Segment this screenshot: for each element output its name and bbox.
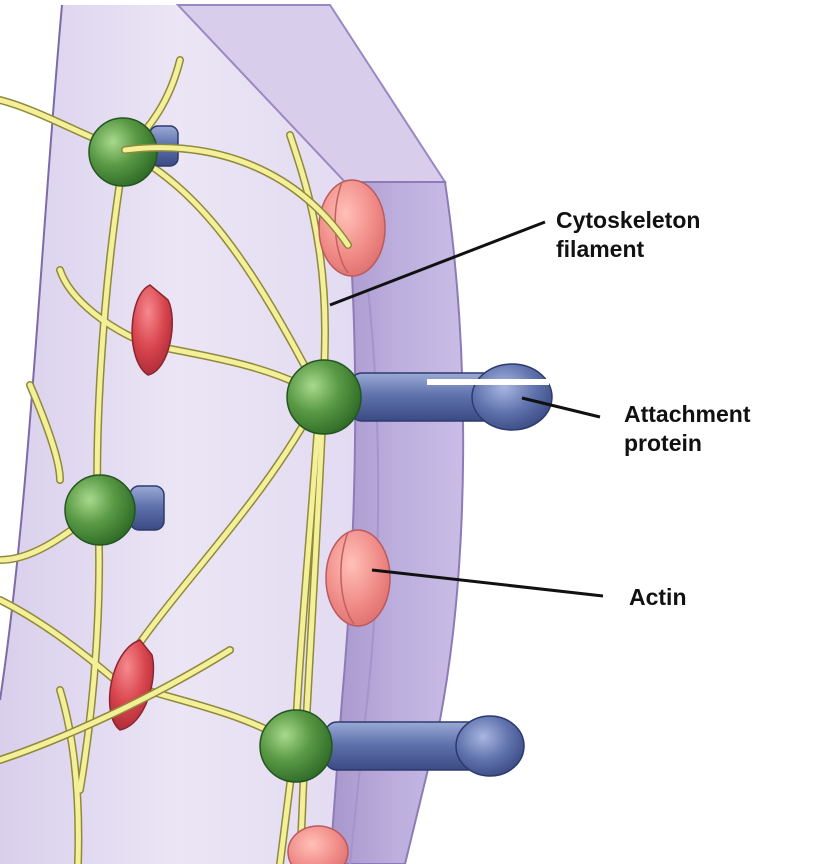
label-attachment-line2: protein: [624, 429, 751, 458]
label-cytoskeleton-line1: Cytoskeleton: [556, 206, 700, 235]
green-protein-middle: [65, 475, 135, 545]
label-attachment-protein: Attachment protein: [624, 400, 751, 458]
label-cytoskeleton-line2: filament: [556, 235, 700, 264]
label-actin-line1: Actin: [629, 583, 687, 612]
attachment-head-lower: [456, 716, 524, 776]
pink-protein-actin: [326, 530, 390, 626]
pink-protein-top: [319, 180, 385, 276]
label-actin: Actin: [629, 583, 687, 612]
label-cytoskeleton-filament: Cytoskeleton filament: [556, 206, 700, 264]
attachment-highlight: [427, 379, 549, 385]
green-protein-bottom: [260, 710, 332, 782]
label-attachment-line1: Attachment: [624, 400, 751, 429]
green-protein-attachment: [287, 360, 361, 434]
attachment-head-upper: [472, 364, 552, 430]
